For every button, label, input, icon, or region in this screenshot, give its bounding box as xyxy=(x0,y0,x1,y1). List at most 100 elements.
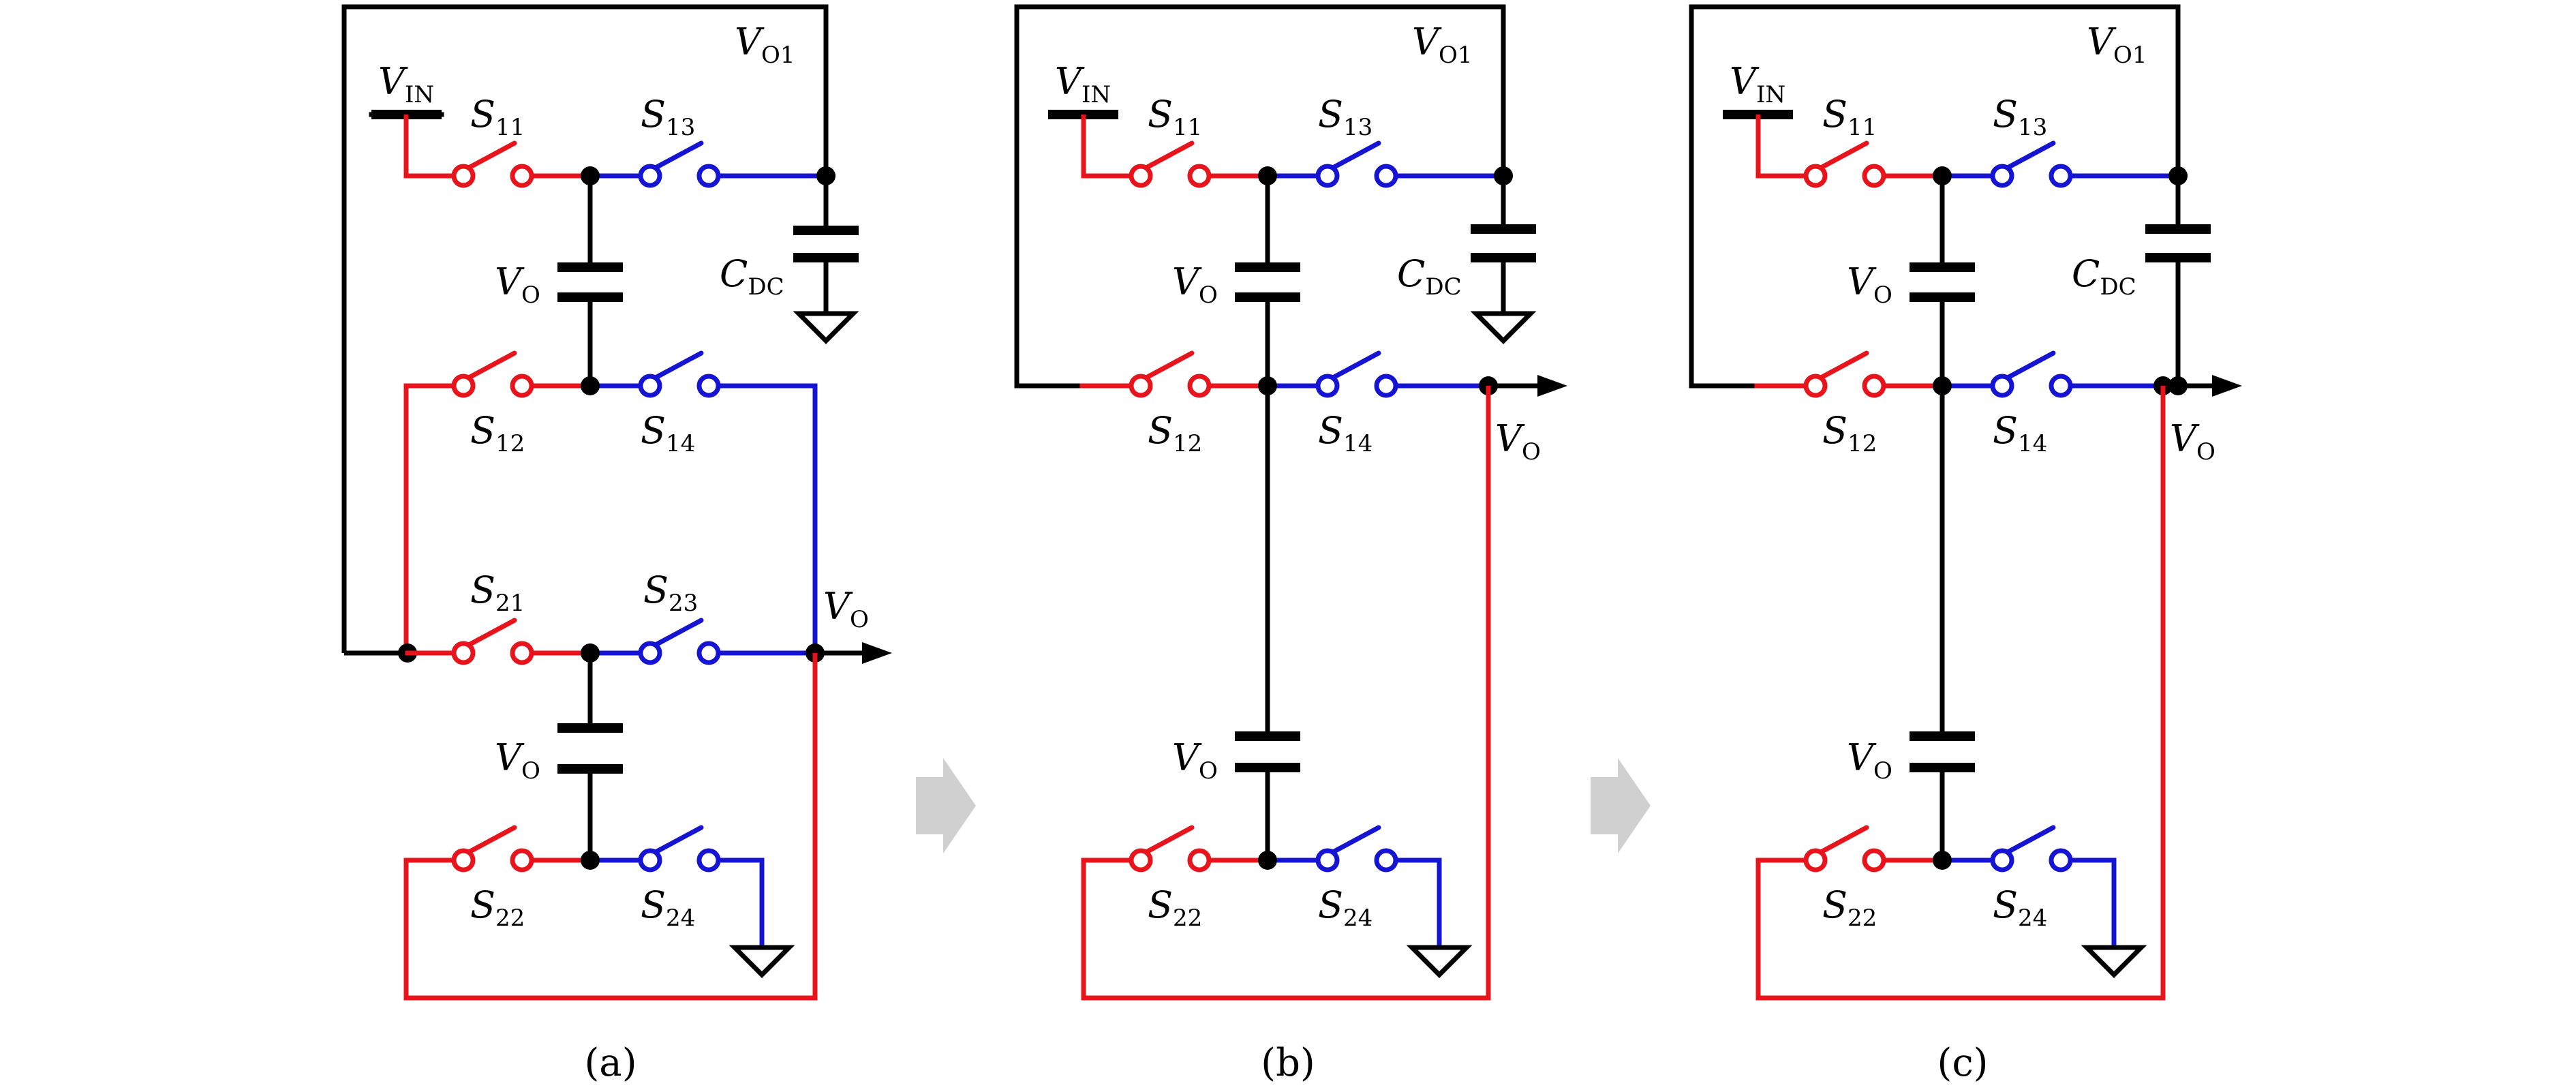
label-s12-main: S xyxy=(470,409,495,452)
label-vo-lower-main: V xyxy=(1847,736,1877,779)
label-s11-main: S xyxy=(1822,93,1847,136)
label-s12: S12 xyxy=(470,409,525,457)
label-vo1-main: V xyxy=(1412,20,1442,63)
label-vo-upper-main: V xyxy=(1847,260,1877,303)
switch-contact xyxy=(1129,374,1153,398)
switch-blade xyxy=(1330,825,1381,855)
label-s11: S11 xyxy=(1822,93,1877,141)
label-vo-upper: VO xyxy=(495,260,540,309)
switch-blade xyxy=(1144,825,1195,855)
label-s24-main: S xyxy=(641,883,666,926)
label-vo1: VO1 xyxy=(735,20,795,69)
capacitor-plate xyxy=(1235,731,1300,741)
label-vo-upper-main: V xyxy=(495,260,525,303)
label-s22: S22 xyxy=(1148,883,1202,932)
label-vo1-sub: O1 xyxy=(2113,42,2147,69)
switch-contact xyxy=(1187,848,1212,873)
switch-blade xyxy=(653,618,704,648)
switch-s13 xyxy=(638,140,721,188)
vin-wire xyxy=(403,115,454,179)
label-s11-sub: 11 xyxy=(1173,114,1202,141)
label-vo-out: VO xyxy=(1495,417,1541,466)
switch-blade xyxy=(2005,140,2056,170)
label-vo-upper-sub: O xyxy=(1873,282,1892,309)
label-vo-lower-sub: O xyxy=(521,757,540,785)
switch-s24 xyxy=(1315,825,1398,873)
label-vo1-main: V xyxy=(735,20,765,63)
label-s24-main: S xyxy=(1993,883,2018,926)
switch-contact xyxy=(1990,374,2014,398)
label-s11-main: S xyxy=(1148,93,1173,136)
capacitor-plate xyxy=(2145,224,2211,234)
switch-contact xyxy=(451,641,476,665)
label-s11-sub: 11 xyxy=(1847,114,1877,141)
label-s13-sub: 13 xyxy=(666,114,695,141)
label-vo-lower-sub: O xyxy=(1873,757,1892,785)
arrow-b-to-c-icon xyxy=(1591,758,1651,853)
switch-contact xyxy=(638,164,662,188)
switch-s11 xyxy=(451,140,534,188)
label-s11-sub: 11 xyxy=(495,114,525,141)
vo1-wire xyxy=(1014,4,1506,386)
switch-contact xyxy=(451,374,476,398)
switch-contact xyxy=(1990,848,2014,873)
label-vo-out-sub: O xyxy=(2196,438,2215,466)
switch-s22 xyxy=(1129,825,1212,873)
switch-contact xyxy=(2049,374,2073,398)
switch-contact xyxy=(2049,164,2073,188)
ground-icon xyxy=(729,945,795,978)
switch-blade xyxy=(466,825,517,855)
switch-s22 xyxy=(451,825,534,873)
switch-blade xyxy=(1330,350,1381,380)
label-vin-main: V xyxy=(1055,60,1085,103)
label-vo1-main: V xyxy=(2087,20,2117,63)
switch-blade xyxy=(2005,350,2056,380)
label-vo-out-main: V xyxy=(823,585,853,628)
output-arrow-icon xyxy=(1537,375,1567,397)
label-s24-sub: 24 xyxy=(2018,905,2047,932)
label-s14-main: S xyxy=(641,409,666,452)
capacitor-plate xyxy=(1910,262,1975,272)
switch-contact xyxy=(638,374,662,398)
switch-contact xyxy=(1129,164,1153,188)
label-vin-main: V xyxy=(378,60,408,103)
label-s13: S13 xyxy=(641,93,695,141)
switch-s11 xyxy=(1129,140,1212,188)
switch-contact xyxy=(1129,848,1153,873)
switch-s21 xyxy=(451,618,534,665)
label-vin-sub: IN xyxy=(1082,81,1111,108)
switch-contact xyxy=(1862,848,1886,873)
switch-blade xyxy=(653,140,704,170)
switch-s12 xyxy=(1129,350,1212,398)
label-s14-sub: 14 xyxy=(1343,430,1373,457)
switch-s12 xyxy=(1803,350,1886,398)
label-vo-lower-sub: O xyxy=(1199,757,1218,785)
switch-contact xyxy=(1803,848,1828,873)
label-s22-sub: 22 xyxy=(1173,905,1202,932)
switch-contact xyxy=(510,164,534,188)
switch-blade xyxy=(466,140,517,170)
label-s14-main: S xyxy=(1993,409,2018,452)
label-vin: VIN xyxy=(1055,60,1111,108)
switch-contact xyxy=(1374,374,1398,398)
label-s24: S24 xyxy=(1993,883,2047,932)
switch-contact xyxy=(510,374,534,398)
label-vin: VIN xyxy=(378,60,434,108)
switch-contact xyxy=(1187,164,1212,188)
switch-contact xyxy=(638,641,662,665)
capacitor-plate xyxy=(1910,731,1975,741)
label-vo-out-sub: O xyxy=(1522,438,1541,466)
switch-contact xyxy=(1374,164,1398,188)
label-s11: S11 xyxy=(1148,93,1202,141)
switch-contact xyxy=(1862,164,1886,188)
switch-contact xyxy=(1187,374,1212,398)
label-cdc-sub: DC xyxy=(1425,273,1461,301)
label-s13-sub: 13 xyxy=(2018,114,2047,141)
label-vo-lower-main: V xyxy=(1172,736,1202,779)
label-s21-main: S xyxy=(470,568,495,611)
capacitor-plate xyxy=(557,262,623,272)
label-vo-upper-main: V xyxy=(1172,260,1202,303)
capacitor-plate xyxy=(793,226,859,235)
switch-contact xyxy=(1803,374,1828,398)
switch-s11 xyxy=(1803,140,1886,188)
